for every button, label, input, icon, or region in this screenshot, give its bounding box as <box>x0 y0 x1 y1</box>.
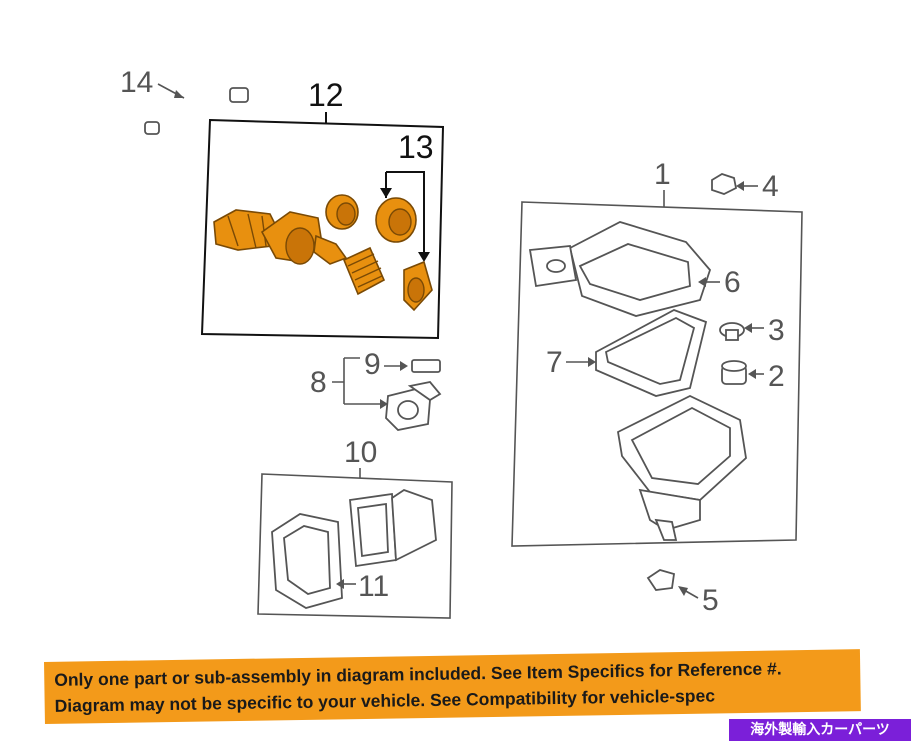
box-12 <box>200 118 445 340</box>
callout-8: 8 <box>310 366 327 399</box>
part-9-seal <box>411 359 441 373</box>
callout-13: 13 <box>398 129 434 165</box>
part-lower-housing <box>617 394 747 541</box>
part-5-grommet <box>646 569 676 591</box>
part-4-nut <box>711 173 738 195</box>
callout-11: 11 <box>358 570 389 603</box>
part-8-mass-airflow-sensor <box>385 381 442 431</box>
part-10-duct <box>349 489 437 568</box>
shop-badge: 海外製輸入カーパーツ <box>729 719 911 741</box>
callout-14: 14 <box>120 66 153 99</box>
callout-3: 3 <box>768 314 785 347</box>
parts-diagram: 14 12 13 9 8 10 <box>120 66 803 619</box>
callout-9: 9 <box>364 348 381 381</box>
part-11-seal <box>271 513 343 609</box>
callout-6: 6 <box>724 266 741 299</box>
part-14-breather-tube <box>144 87 249 135</box>
callout-2: 2 <box>768 360 785 393</box>
part-7-filter-element <box>595 309 708 397</box>
callout-4: 4 <box>762 170 779 203</box>
callout-12: 12 <box>308 77 344 113</box>
callout-7: 7 <box>546 346 563 379</box>
callout-5: 5 <box>702 584 719 617</box>
part-12-intake-duct <box>213 194 433 312</box>
part-2-insulator <box>721 360 747 385</box>
callout-1: 1 <box>654 158 671 191</box>
part-6-upper-housing <box>528 221 712 317</box>
part-3-grommet <box>719 322 745 341</box>
callout-10: 10 <box>344 436 377 469</box>
disclaimer-line-2: Diagram may not be specific to your vehi… <box>54 685 716 716</box>
disclaimer-banner: Only one part or sub-assembly in diagram… <box>44 649 861 724</box>
